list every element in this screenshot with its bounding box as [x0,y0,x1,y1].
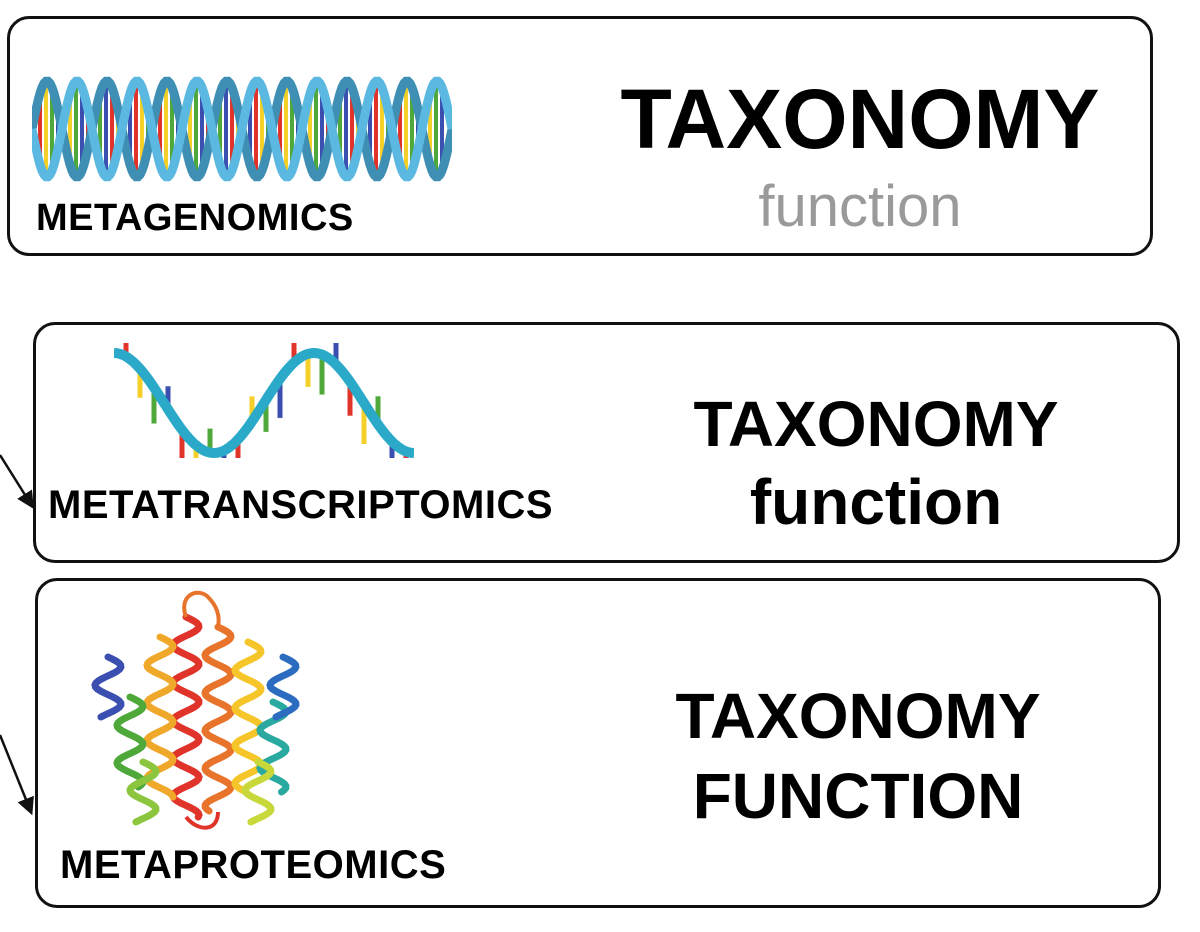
alpha-helix [113,693,147,791]
nucleotide-base [263,399,269,432]
nucleotide-base [361,403,367,444]
protein-ribbon-structure-icon [91,590,300,830]
taxonomy-primary: TAXONOMY [693,388,1059,460]
dna-double-helix-icon [32,76,452,182]
arrow-to-metaproteomics [0,734,34,816]
nucleotide-base [347,381,353,416]
rna-single-strand-icon [114,343,414,458]
function-secondary: FUNCTION [692,760,1024,832]
nucleotide-base [375,396,381,425]
metagenomics-label: METAGENOMICS [36,197,354,239]
connector-arrows [0,454,34,816]
alpha-helix [126,758,160,826]
nucleotide-base [305,353,311,387]
nucleotide-base [249,396,255,422]
nucleotide-base [179,429,185,458]
dna-backbone-strand [32,76,452,182]
alpha-helix [241,758,275,826]
nucleotide-base [207,428,213,453]
nucleotide-base [137,368,143,398]
alpha-helix [266,653,300,721]
taxonomy-primary: TAXONOMY [620,72,1100,166]
arrow-to-metatranscriptomics [0,454,34,509]
nucleotide-base [193,445,199,458]
loop [184,811,220,830]
loop [182,590,221,628]
alpha-helix [169,613,203,821]
rna-backbone-strand [114,347,414,458]
metatranscriptomics-label: METATRANSCRIPTOMICS [48,483,554,527]
function-secondary: function [758,174,962,239]
nucleotide-base [235,439,241,458]
alpha-helix [201,623,235,815]
nucleotide-base [389,441,395,458]
taxonomy-primary: TAXONOMY [675,680,1041,752]
alpha-helix [91,653,125,721]
nucleotide-base [291,343,297,363]
nucleotide-base [277,378,283,418]
nucleotide-base [151,387,157,424]
metagenomics-panel: METAGENOMICS TAXONOMY function [7,16,1153,256]
metaproteomics-label: METAPROTEOMICS [60,843,447,887]
nucleotide-base [333,343,339,365]
metatranscriptomics-panel: METATRANSCRIPTOMICS TAXONOMY function [33,322,1180,563]
metaproteomics-panel: METAPROTEOMICS TAXONOMY FUNCTION [35,578,1161,908]
nucleotide-base [165,386,171,410]
nucleotide-base [123,343,129,357]
function-secondary: function [749,466,1003,538]
nucleotide-base [319,354,325,395]
